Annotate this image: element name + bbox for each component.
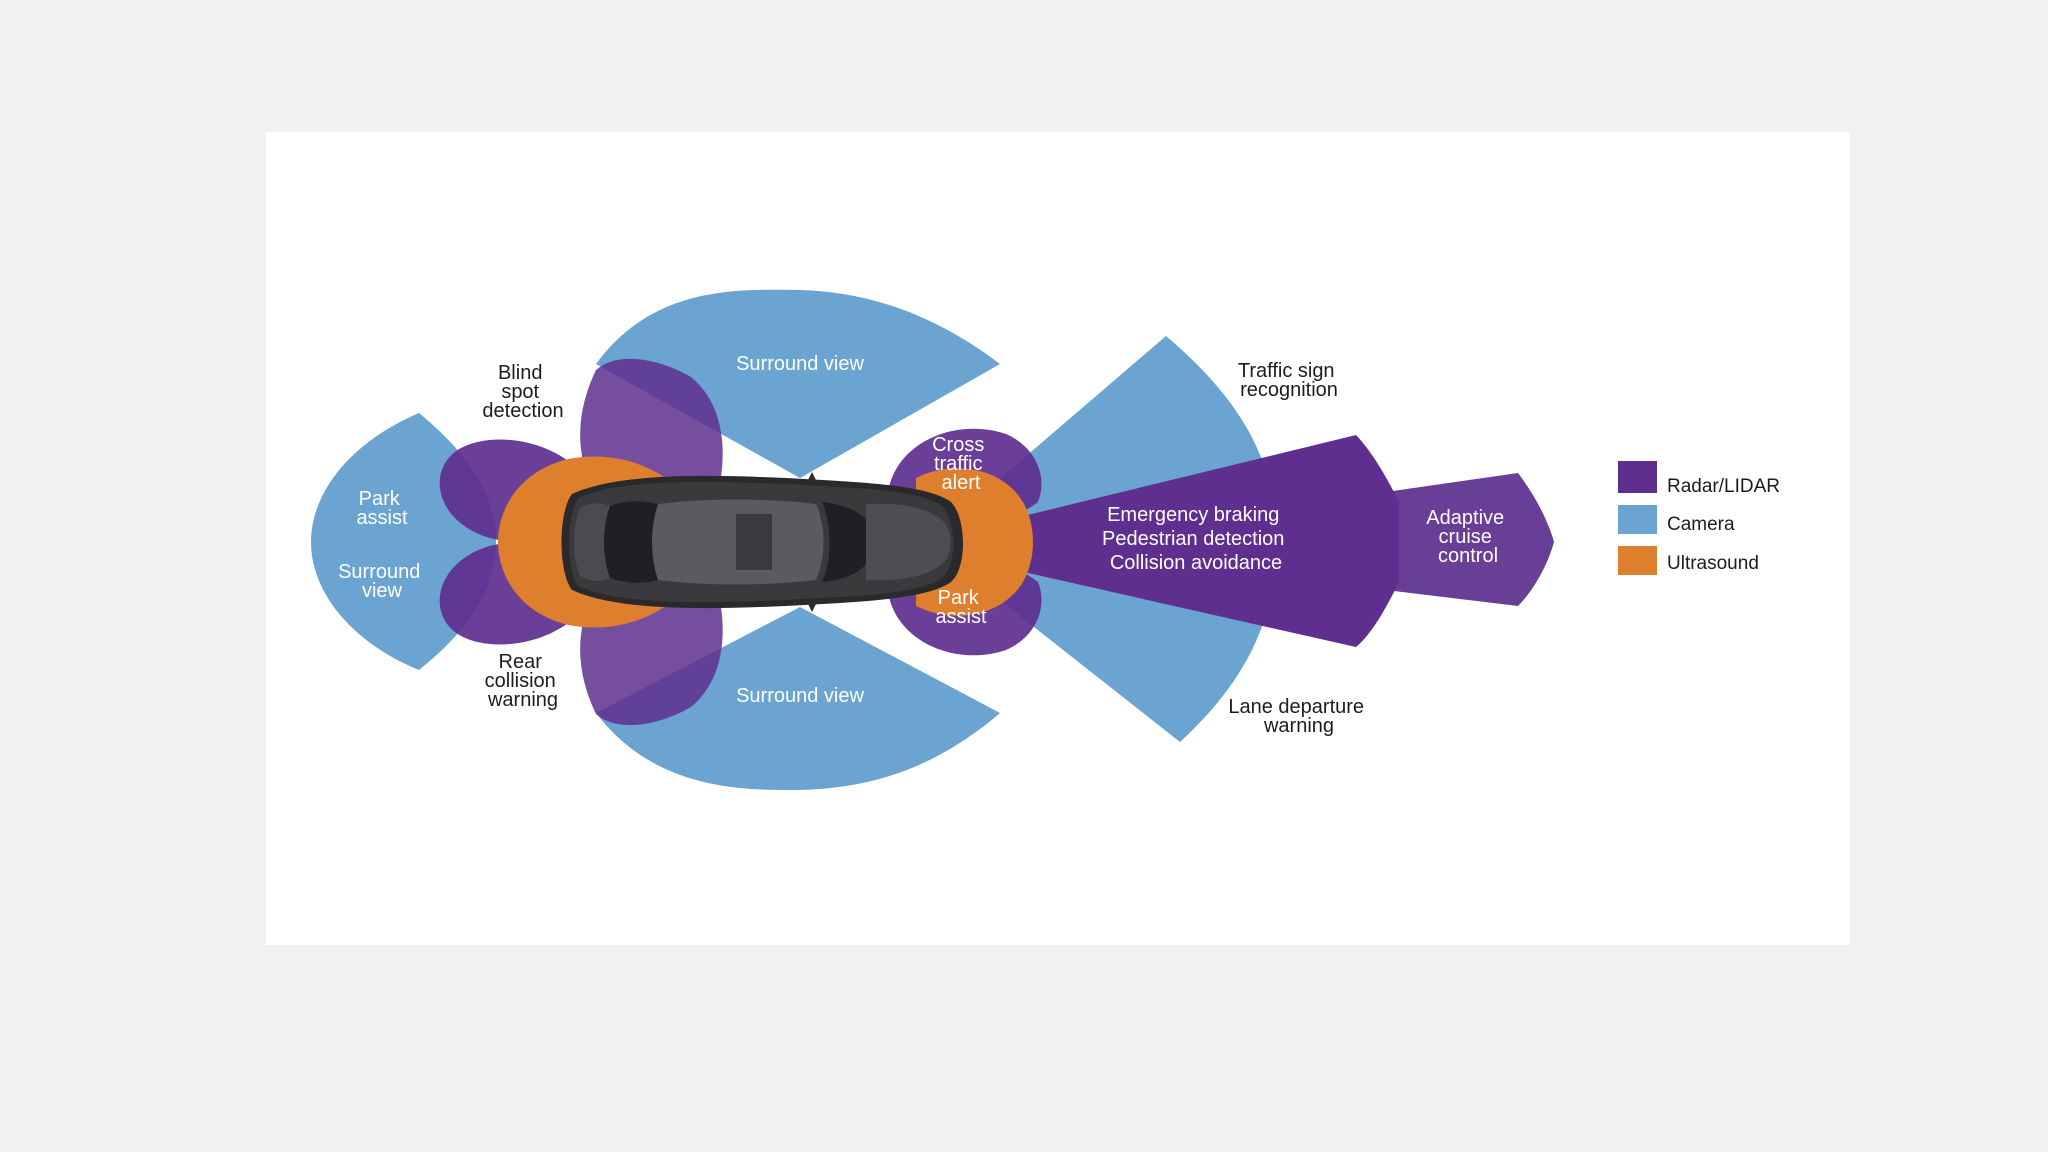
car-hood — [866, 503, 951, 581]
car-windshield — [822, 502, 866, 582]
car-sunroof — [736, 514, 772, 570]
car-rear-window — [604, 501, 658, 583]
label-park-assist-rear: Park assist — [356, 488, 408, 529]
car-top-view-icon — [561, 472, 964, 612]
radar-adaptive-cruise-beam — [1386, 473, 1554, 606]
camera-surround-bottom-zone — [596, 607, 1000, 791]
car-trunk — [574, 503, 610, 581]
adas-sensor-diagram: Surround view Surround view Park assist … — [311, 289, 1780, 791]
legend-swatch-radar-lidar — [1618, 461, 1657, 493]
legend: Radar/LIDAR Camera Ultrasound — [1618, 461, 1780, 575]
legend-label-ultrasound: Ultrasound — [1667, 553, 1759, 574]
camera-surround-top-zone — [596, 289, 1000, 478]
label-rear-collision-warning: Rear collision warning — [485, 651, 562, 711]
legend-swatch-ultrasound — [1618, 546, 1657, 575]
legend-item-ultrasound: Ultrasound — [1618, 546, 1759, 575]
label-traffic-sign-recognition: Traffic sign recognition — [1238, 360, 1340, 401]
label-surround-view-rear: Surround view — [338, 561, 426, 602]
label-cross-traffic-alert: Cross traffic alert — [932, 434, 990, 494]
label-park-assist-front: Park assist — [935, 587, 987, 628]
car-mirror-left — [806, 472, 818, 484]
car-mirror-right — [806, 600, 818, 612]
label-surround-view-top: Surround view — [736, 353, 864, 375]
legend-item-radar-lidar: Radar/LIDAR — [1618, 461, 1780, 497]
label-surround-view-bottom: Surround view — [736, 685, 864, 707]
legend-swatch-camera — [1618, 505, 1657, 534]
label-long-range-radar: Emergency braking Pedestrian detection C… — [1102, 504, 1290, 574]
radar-long-range-beam — [966, 435, 1399, 647]
diagram-panel: Surround view Surround view Park assist … — [266, 132, 1850, 945]
label-adaptive-cruise-control: Adaptive cruise control — [1426, 507, 1509, 567]
legend-item-camera: Camera — [1618, 505, 1735, 535]
label-lane-departure-warning: Lane departure warning — [1228, 696, 1369, 737]
zone-labels: Surround view Surround view Park assist … — [338, 353, 1509, 737]
legend-label-camera: Camera — [1667, 514, 1735, 535]
legend-label-radar-lidar: Radar/LIDAR — [1667, 476, 1780, 497]
label-blind-spot-detection: Blind spot detection — [482, 362, 563, 422]
